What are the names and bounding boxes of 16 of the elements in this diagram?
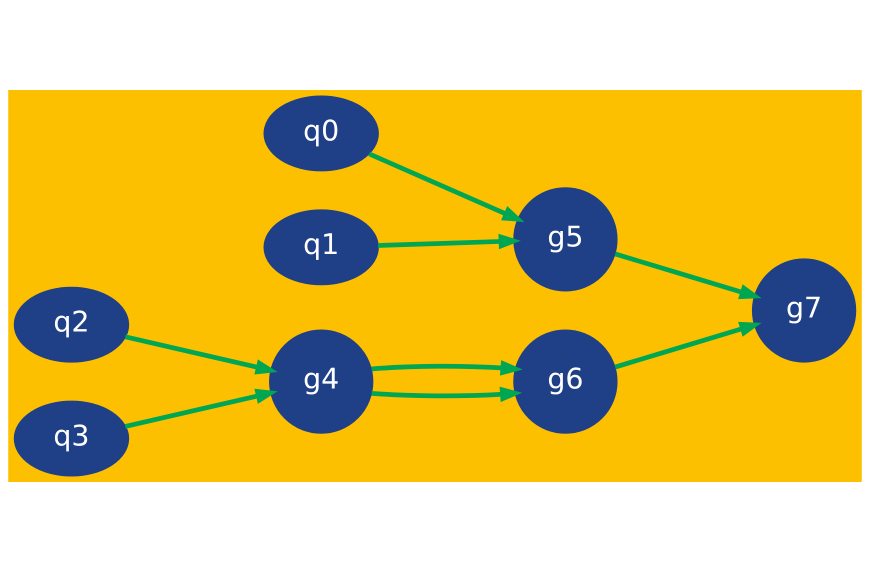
- arrow: [368, 152, 524, 222]
- arrow: [378, 234, 521, 250]
- arrow: [614, 252, 762, 300]
- arrow: [614, 322, 762, 370]
- node-circle: g6: [513, 329, 618, 434]
- arrow: [124, 388, 278, 429]
- node-circle: g7: [752, 258, 856, 363]
- node-ellipse: q0: [264, 96, 379, 172]
- arrow: [124, 334, 278, 375]
- node-circle: g4: [269, 329, 374, 434]
- node-ellipse: q2: [14, 286, 130, 363]
- node-ellipse: q3: [14, 400, 130, 476]
- node-ellipse: q1: [264, 209, 379, 286]
- arrow: [371, 360, 523, 376]
- arrow: [371, 386, 522, 402]
- node-circle: g5: [513, 187, 618, 292]
